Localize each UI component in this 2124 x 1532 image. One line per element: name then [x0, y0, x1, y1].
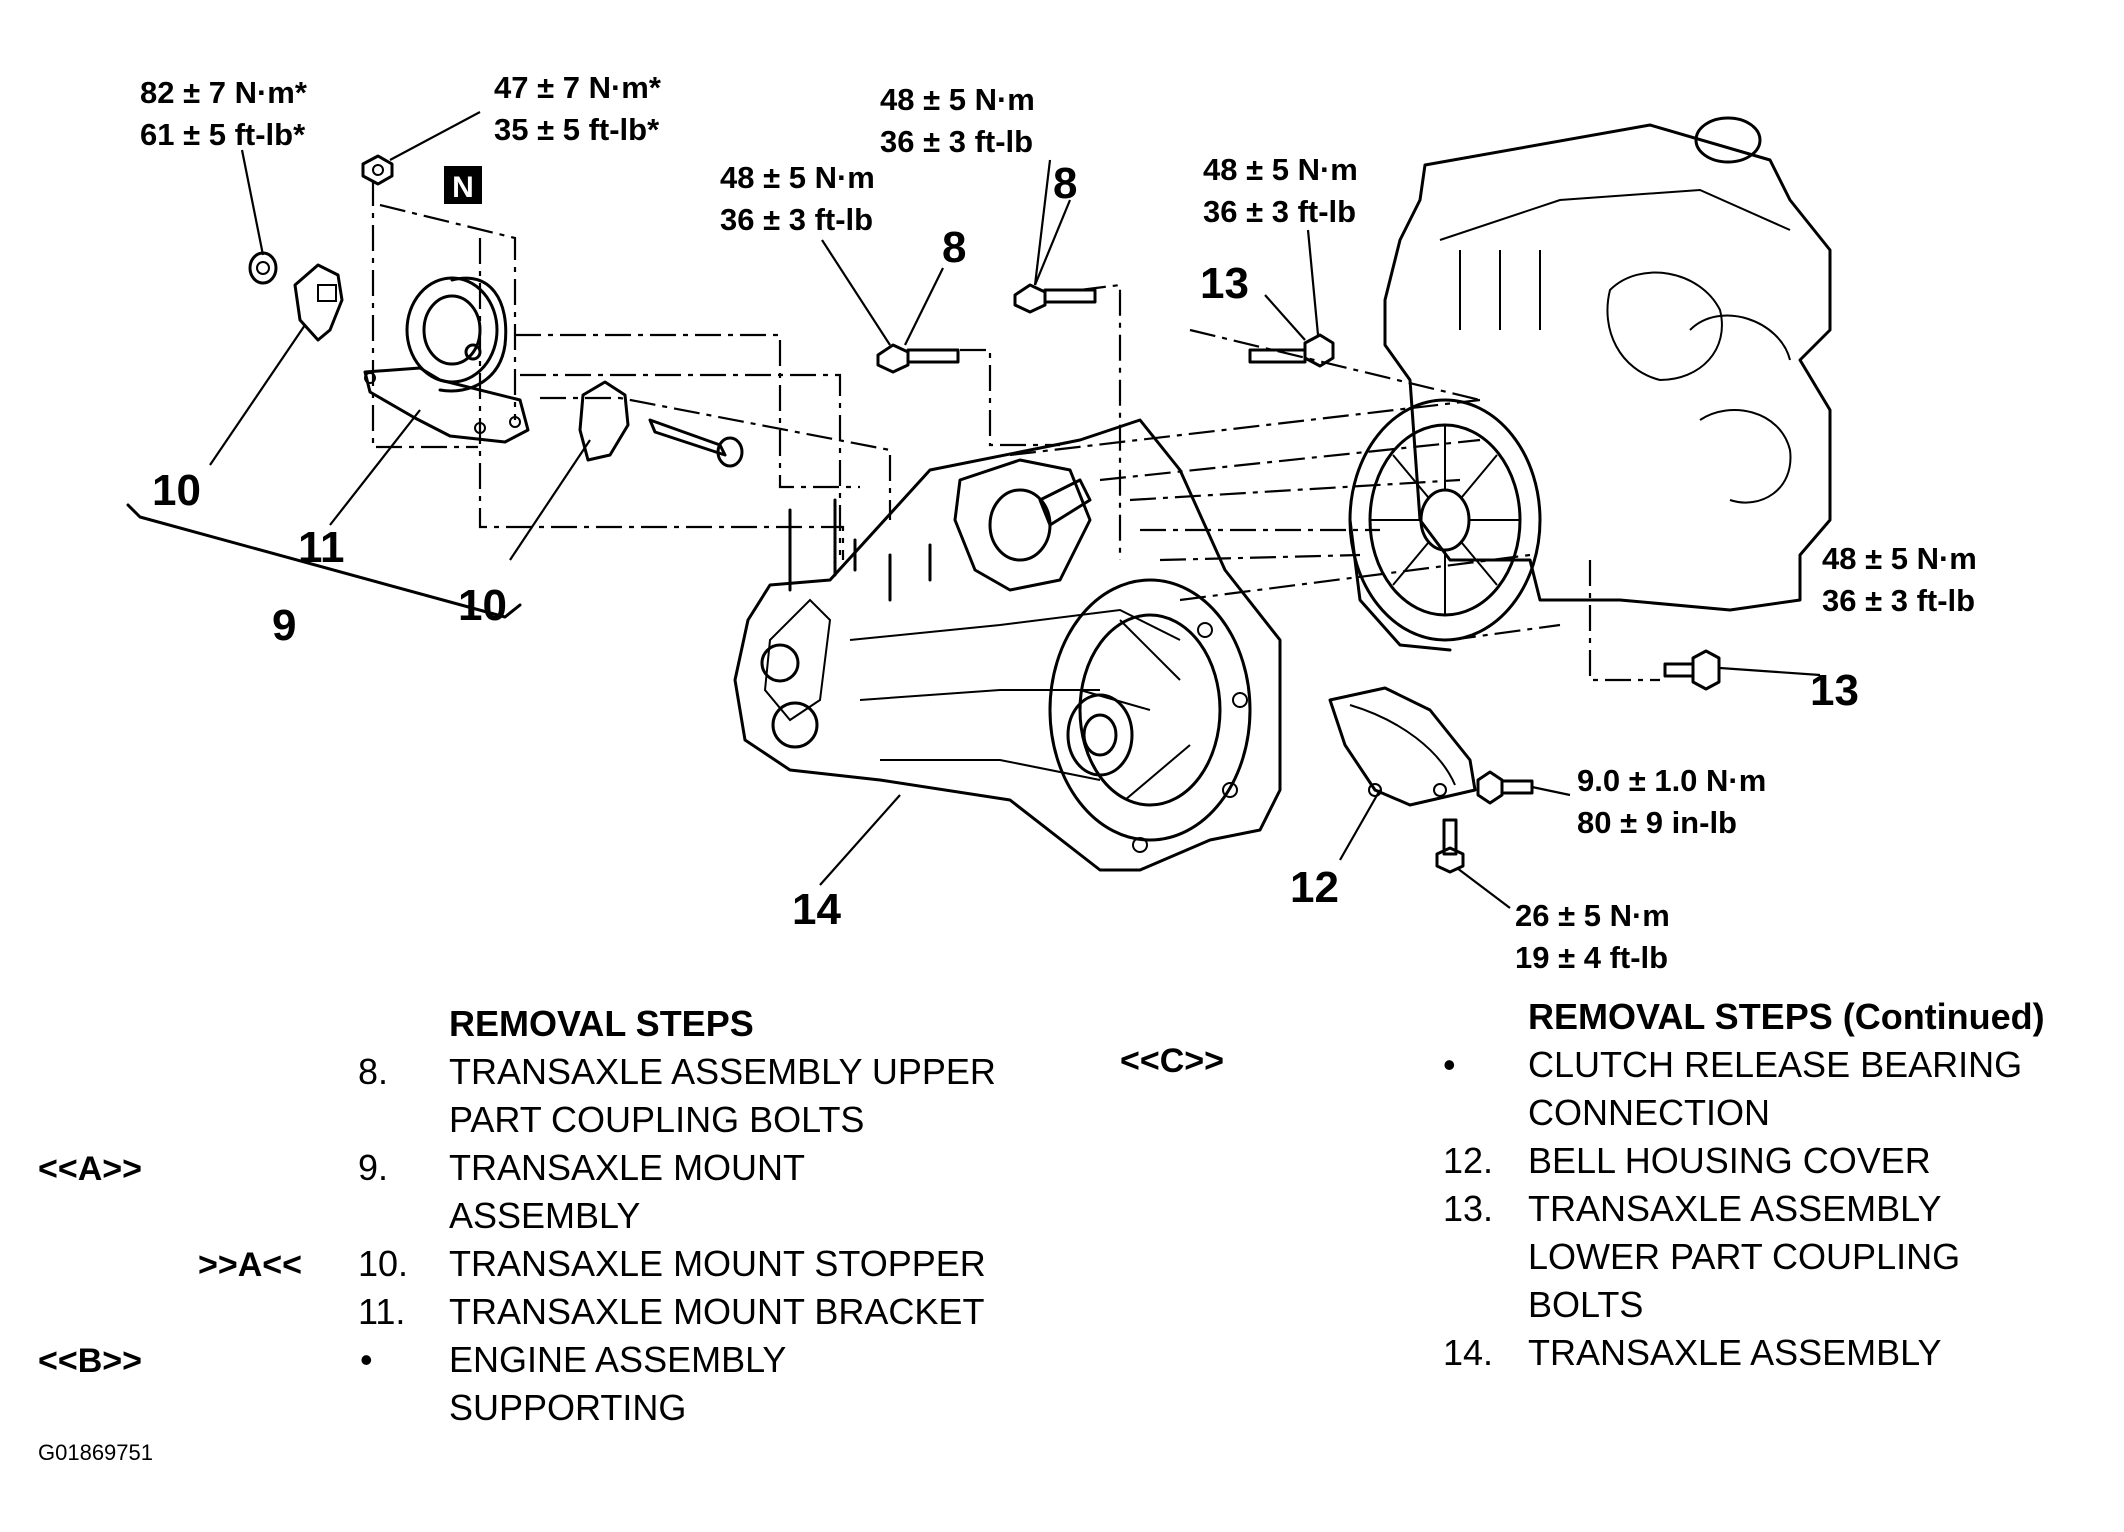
exploded-view-diagram: 82 ± 7 N·m* 61 ± 5 ft-lb* 47 ± 7 N·m* 35… — [126, 70, 1977, 975]
step-number: 12. — [1443, 1140, 1494, 1181]
steps-heading: REMOVAL STEPS — [449, 1003, 754, 1044]
torque-nm: 48 ± 5 N·m — [880, 82, 1035, 117]
transaxle-mount-bracket — [363, 276, 530, 444]
step-tag: <<B>> — [38, 1342, 142, 1380]
torque-ftlb: 19 ± 4 ft-lb — [1515, 940, 1668, 975]
torque-nm: 47 ± 7 N·m* — [494, 70, 662, 105]
callout-8: 8 — [1053, 159, 1077, 208]
engine-block — [1348, 116, 1832, 652]
step-text: CONNECTION — [1528, 1092, 1770, 1133]
torque-spec-upper-bolt-a: 48 ± 5 N·m 36 ± 3 ft-lb — [880, 82, 1035, 159]
torque-spec-upper-bolt-b: 48 ± 5 N·m 36 ± 3 ft-lb — [720, 160, 875, 237]
torque-spec-mount-nut: 82 ± 7 N·m* 61 ± 5 ft-lb* — [140, 75, 308, 152]
torque-ftlb: 36 ± 3 ft-lb — [720, 202, 873, 237]
torque-ftlb: 36 ± 3 ft-lb — [1203, 194, 1356, 229]
step-number: 10. — [358, 1243, 409, 1284]
torque-spec-lower-bolt-side: 48 ± 5 N·m 36 ± 3 ft-lb — [1822, 541, 1977, 618]
lower-coupling-bolt-top — [1248, 333, 1335, 368]
step-text: BOLTS — [1528, 1284, 1644, 1325]
step-text: LOWER PART COUPLING — [1528, 1236, 1961, 1277]
torque-spec-bracket-nut: 47 ± 7 N·m* 35 ± 5 ft-lb* — [494, 70, 662, 147]
torque-spec-cover-bolt: 26 ± 5 N·m 19 ± 4 ft-lb — [1515, 898, 1670, 975]
cover-bolt — [1435, 818, 1465, 874]
step-text: CLUTCH RELEASE BEARING — [1528, 1044, 2023, 1085]
step-text: TRANSAXLE MOUNT STOPPER — [449, 1243, 986, 1284]
step-text: TRANSAXLE ASSEMBLY UPPER — [449, 1051, 996, 1092]
bracket-nut — [361, 154, 394, 186]
torque-spec-cover-bolt-small: 9.0 ± 1.0 N·m 80 ± 9 in-lb — [1577, 763, 1766, 840]
torque-nm: 9.0 ± 1.0 N·m — [1577, 763, 1766, 798]
torque-nm: 26 ± 5 N·m — [1515, 898, 1670, 933]
torque-ftlb: 61 ± 5 ft-lb* — [140, 117, 306, 152]
step-number: 9. — [358, 1147, 389, 1188]
transaxle-assembly — [733, 418, 1282, 872]
step-text: TRANSAXLE MOUNT — [449, 1147, 806, 1188]
callout-9: 9 — [272, 601, 296, 650]
torque-nm: 82 ± 7 N·m* — [140, 75, 308, 110]
new-part-marker: N — [444, 166, 482, 204]
torque-nm: 48 ± 5 N·m — [720, 160, 875, 195]
step-bullet: • — [1443, 1044, 1456, 1085]
svg-text:N: N — [452, 171, 474, 204]
torque-ftlb: 36 ± 3 ft-lb — [1822, 583, 1975, 618]
leader-lines — [209, 111, 1821, 909]
step-tag: <<C>> — [1120, 1042, 1224, 1080]
callout-10: 10 — [152, 466, 201, 515]
callout-13: 13 — [1200, 259, 1249, 308]
step-text: ENGINE ASSEMBLY — [449, 1339, 787, 1380]
step-number: 14. — [1443, 1332, 1494, 1373]
step-number: 11. — [358, 1291, 406, 1332]
step-text: TRANSAXLE ASSEMBLY — [1528, 1188, 1942, 1229]
step-text: SUPPORTING — [449, 1387, 687, 1428]
torque-inlb: 80 ± 9 in-lb — [1577, 805, 1737, 840]
transaxle-mount-stopper-lower — [578, 380, 744, 468]
torque-ftlb: 35 ± 5 ft-lb* — [494, 112, 660, 147]
step-number: 13. — [1443, 1188, 1494, 1229]
upper-coupling-bolt-b — [876, 343, 960, 374]
callout-14: 14 — [792, 885, 841, 934]
callout-11: 11 — [298, 523, 345, 572]
callout-12: 12 — [1290, 863, 1339, 912]
lower-coupling-bolt-side — [1663, 649, 1721, 691]
step-text: TRANSAXLE MOUNT BRACKET — [449, 1291, 985, 1332]
bell-housing-cover — [1328, 686, 1477, 807]
torque-nm: 48 ± 5 N·m — [1203, 152, 1358, 187]
step-text: BELL HOUSING COVER — [1528, 1140, 1931, 1181]
step-tag: >>A<< — [198, 1246, 302, 1284]
torque-ftlb: 36 ± 3 ft-lb — [880, 124, 1033, 159]
callout-8: 8 — [942, 223, 966, 272]
step-tag: <<A>> — [38, 1150, 142, 1188]
torque-spec-lower-bolt-top: 48 ± 5 N·m 36 ± 3 ft-lb — [1203, 152, 1358, 229]
figure-id: G01869751 — [38, 1440, 153, 1465]
steps-heading: REMOVAL STEPS (Continued) — [1528, 996, 2045, 1037]
mount-assembly-bracket-line — [126, 503, 522, 619]
transaxle-mount-stopper-upper — [248, 251, 344, 342]
step-text: TRANSAXLE ASSEMBLY — [1528, 1332, 1942, 1373]
callout-10: 10 — [458, 581, 507, 630]
step-number: 8. — [358, 1051, 389, 1092]
step-text: ASSEMBLY — [449, 1195, 641, 1236]
step-text: PART COUPLING BOLTS — [449, 1099, 865, 1140]
cover-bolt-small — [1476, 770, 1534, 805]
upper-coupling-bolt-a — [1013, 283, 1097, 314]
callout-13: 13 — [1810, 666, 1859, 715]
step-bullet: • — [360, 1339, 373, 1380]
torque-nm: 48 ± 5 N·m — [1822, 541, 1977, 576]
